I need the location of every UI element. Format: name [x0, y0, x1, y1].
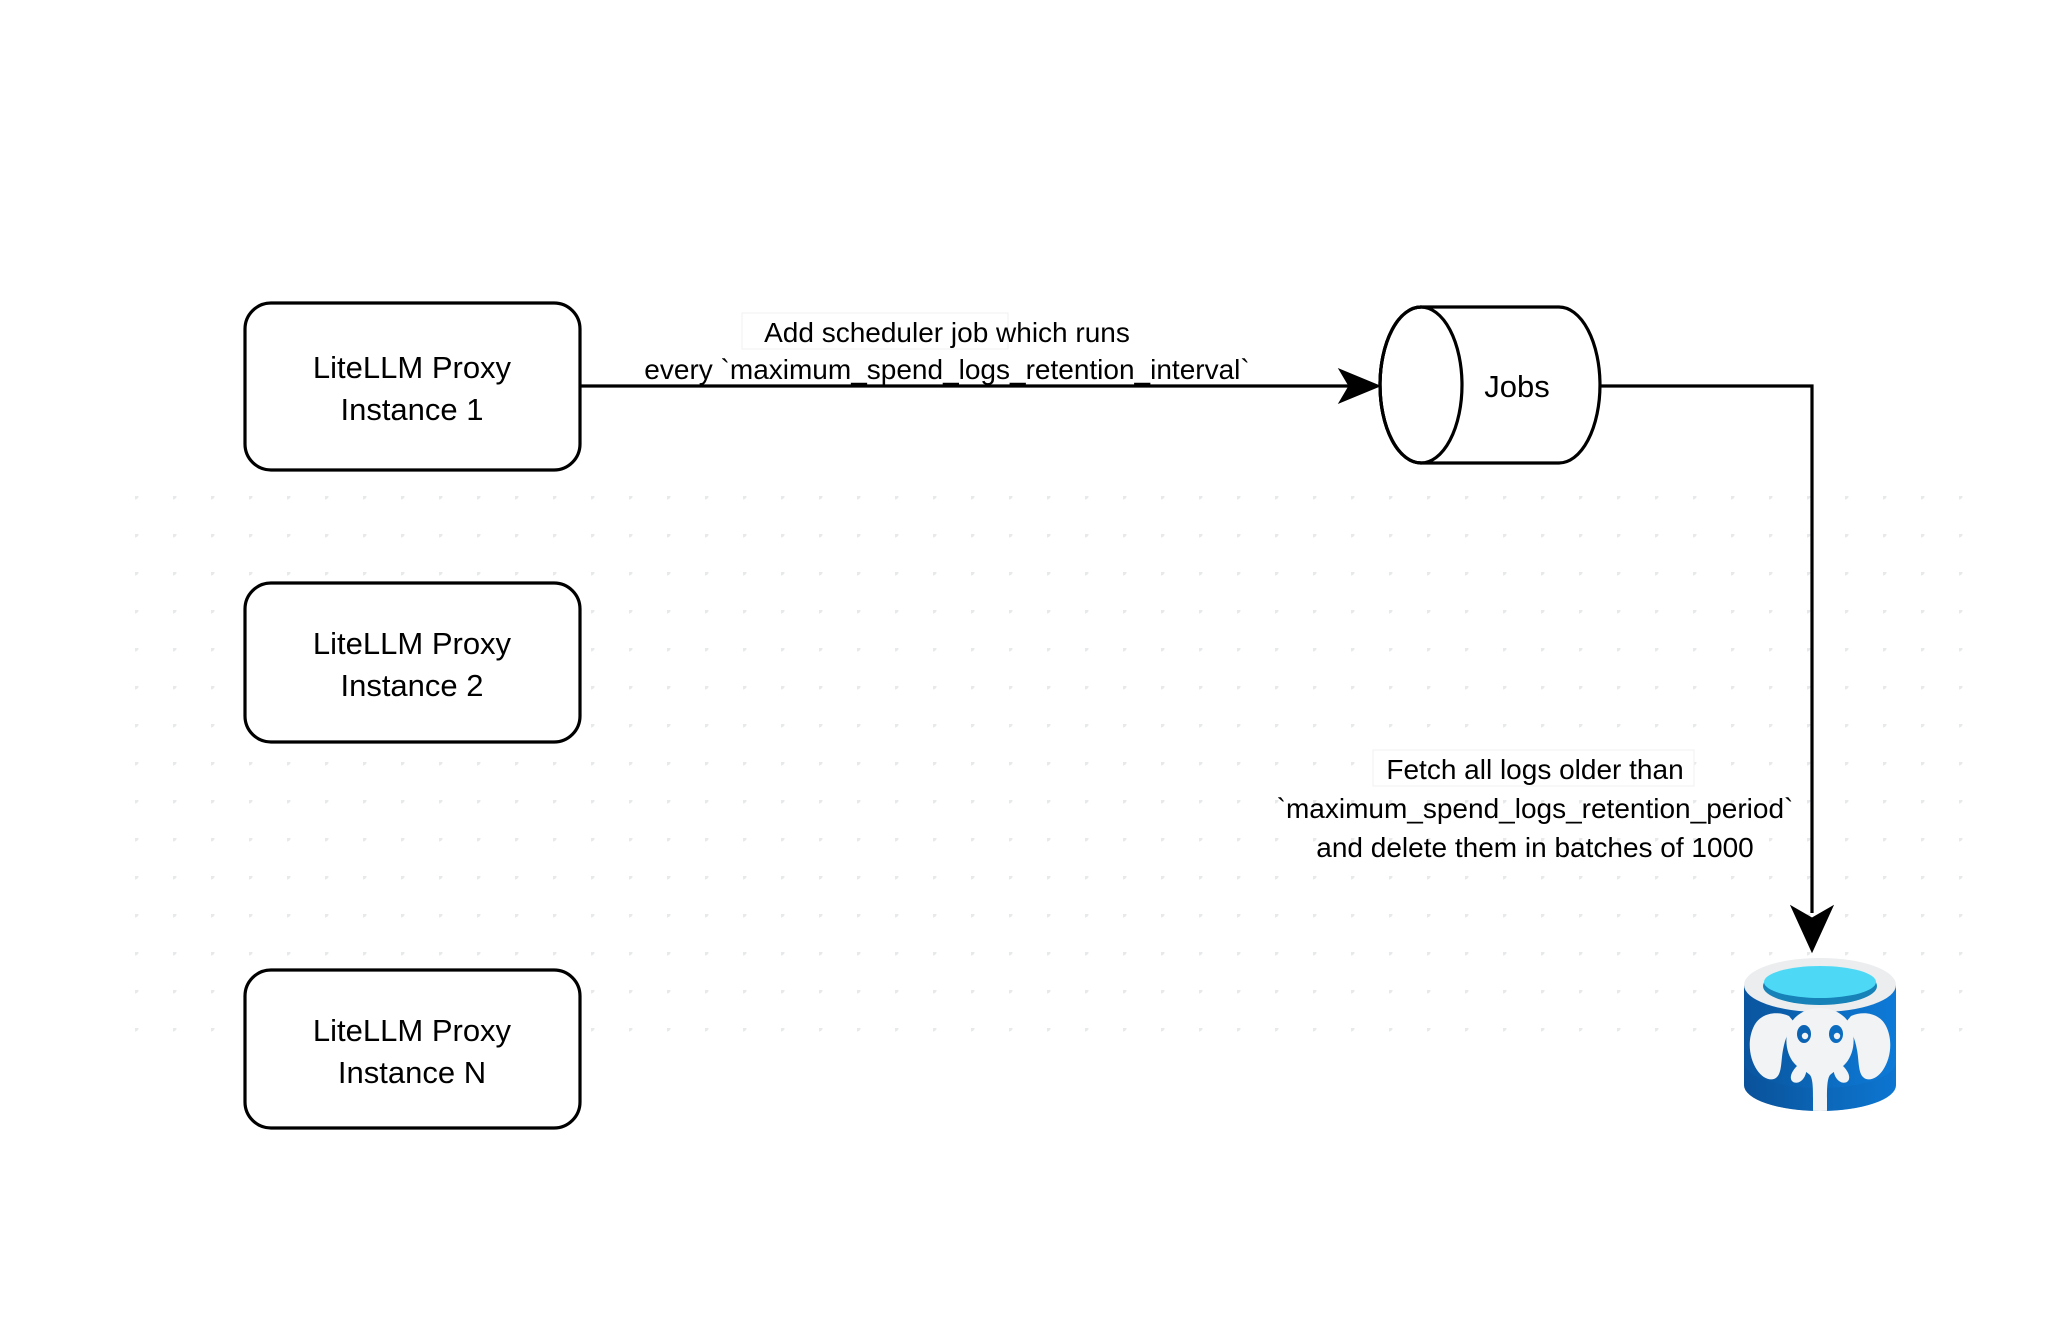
node-proxy-instance-1[interactable]: LiteLLM Proxy Instance 1	[243, 301, 582, 472]
proxy-instance-2-label-line2: Instance 2	[340, 668, 483, 703]
proxy-instance-1-label-line1: LiteLLM Proxy	[313, 350, 512, 385]
postgresql-elephant-eyes	[1797, 1025, 1843, 1043]
proxy-instance-1-box[interactable]	[243, 301, 582, 472]
proxy-instance-2-label-line1: LiteLLM Proxy	[313, 626, 512, 661]
postgresql-liquid-highlight	[1764, 966, 1876, 998]
proxy-instance-n-label-line1: LiteLLM Proxy	[313, 1013, 512, 1048]
node-postgresql-database[interactable]	[1744, 958, 1896, 1119]
jobs-label: Jobs	[1484, 369, 1549, 404]
background-dot-grid	[118, 480, 1976, 1043]
edge-scheduler-job	[580, 367, 1382, 405]
edge-delete-arrowhead	[1789, 904, 1835, 954]
proxy-instance-n-label-line2: Instance N	[338, 1055, 486, 1090]
edge-delete-line	[1600, 384, 1814, 913]
node-jobs-queue[interactable]: Jobs	[1378, 305, 1602, 465]
postgresql-cylinder-base-shade	[1744, 1062, 1896, 1111]
proxy-instance-1-label-line2: Instance 1	[340, 392, 483, 427]
edge-scheduler-label-line1: Add scheduler job which runs	[764, 317, 1130, 348]
jobs-cylinder-left-ellipse	[1378, 305, 1464, 465]
edge-scheduler-label: Add scheduler job which runs every `maxi…	[644, 312, 1250, 385]
edge-delete-label-bg-line1	[1372, 749, 1695, 787]
edge-delete-label: Fetch all logs older than `maximum_spend…	[1277, 749, 1794, 863]
edge-scheduler-label-line2: every `maximum_spend_logs_retention_inte…	[644, 354, 1249, 385]
proxy-instance-n-box[interactable]	[243, 968, 582, 1130]
edge-delete-label-line3: and delete them in batches of 1000	[1316, 832, 1753, 863]
edge-delete-label-line1: Fetch all logs older than	[1386, 754, 1683, 785]
edge-scheduler-label-bg-line1	[741, 312, 1009, 350]
edge-scheduler-arrowhead	[1337, 367, 1382, 405]
proxy-instance-2-box[interactable]	[243, 581, 582, 744]
node-proxy-instance-n[interactable]: LiteLLM Proxy Instance N	[243, 968, 582, 1130]
edge-delete-label-line2: `maximum_spend_logs_retention_period`	[1277, 793, 1794, 824]
node-proxy-instance-2[interactable]: LiteLLM Proxy Instance 2	[243, 581, 582, 744]
edge-delete-logs	[1600, 384, 1835, 954]
